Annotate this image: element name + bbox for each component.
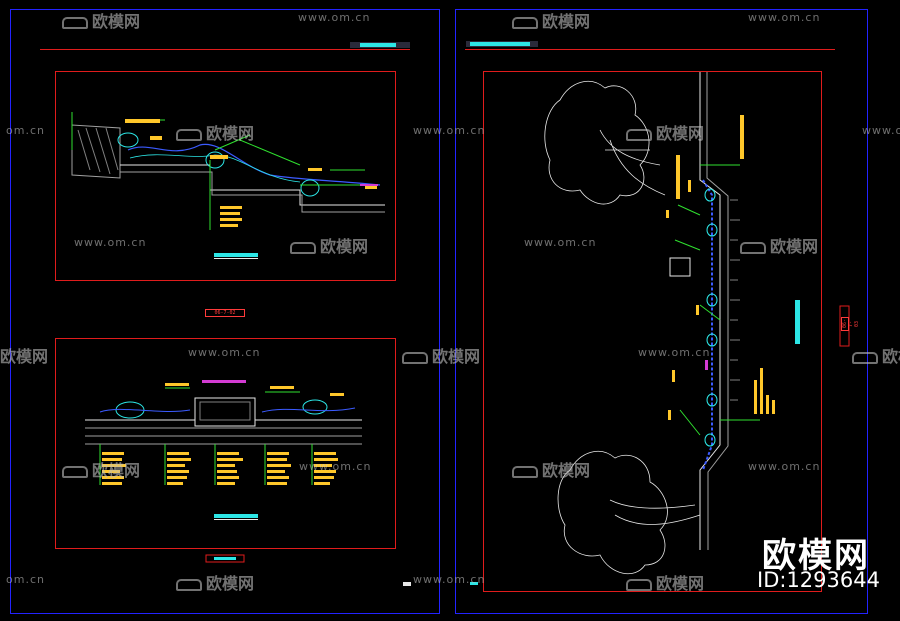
sofa-logo-icon [512, 465, 538, 478]
top-section-title-line [214, 253, 258, 257]
watermark-brand-text: 欧模网 [770, 237, 819, 256]
watermark-logo: 欧模网 [62, 457, 140, 481]
plan-magenta-mark [705, 360, 708, 370]
sofa-logo-icon [402, 351, 428, 364]
bottom-section-magenta-tag [202, 380, 246, 383]
corner-watermark-brand: 欧模网 [762, 536, 870, 576]
plan-callouts [666, 115, 775, 420]
watermark-brand-text: 欧模网 [320, 237, 369, 256]
plan-drawing-tag: 06-7-03 [841, 317, 860, 331]
sofa-logo-icon [626, 578, 652, 591]
top-section-drawing [71, 112, 385, 230]
right-sheet-border [455, 9, 868, 614]
watermark-logo: 欧模网 [176, 570, 254, 594]
plan-path-edge-inner [706, 72, 729, 550]
sofa-logo-icon [176, 578, 202, 591]
watermark-url: www.om.cn [188, 346, 261, 359]
plan-bench [669, 257, 691, 277]
watermark-brand-text: 欧模网 [542, 12, 591, 31]
watermark-brand-text: 欧模网 [656, 574, 705, 593]
watermark-url: www.om.cn [862, 124, 900, 137]
sofa-logo-icon [176, 128, 202, 141]
bottom-section-drawing [85, 387, 362, 485]
watermark-url: www.om.cn [748, 460, 821, 473]
plan-frame [483, 71, 822, 592]
watermark-logo: 欧模网 [290, 233, 368, 257]
watermark-brand-text: 欧模网 [432, 347, 481, 366]
watermark-logo: 欧模网 [852, 343, 900, 367]
sofa-logo-icon [290, 241, 316, 254]
sofa-logo-icon [62, 16, 88, 29]
watermark-url: www.om.cn [74, 236, 147, 249]
watermark-logo: 欧模网 [62, 8, 140, 32]
watermark-url: www.om.cn [524, 236, 597, 249]
watermark-url-partial: om.cn [6, 124, 45, 137]
corner-watermark-id: ID:1293644 [757, 568, 880, 592]
watermark-url: www.om.cn [748, 11, 821, 24]
watermark-logo: 欧模网 [0, 343, 48, 367]
watermark-logo: 欧模网 [176, 120, 254, 144]
watermark-url: www.om.cn [638, 346, 711, 359]
bottom-section-scale-box [205, 554, 245, 563]
watermark-brand-text: 欧模网 [92, 461, 141, 480]
watermark-brand-text: 欧模网 [0, 347, 49, 366]
watermark-brand-text: 欧模网 [882, 347, 900, 366]
watermark-brand-text: 欧模网 [206, 124, 255, 143]
watermark-logo: 欧模网 [512, 8, 590, 32]
sofa-logo-icon [512, 16, 538, 29]
bottom-section-title-line [214, 514, 258, 518]
plan-leaders [674, 164, 760, 436]
watermark-url: www.om.cn [413, 124, 486, 137]
watermark-brand-text: 欧模网 [542, 461, 591, 480]
section-detail-frame-top [55, 71, 396, 281]
section-1-drawing-tag: 06-7-02 [205, 309, 245, 317]
watermark-logo: 欧模网 [512, 457, 590, 481]
left-sheet-border [10, 9, 440, 614]
bottom-section-callouts [102, 383, 344, 485]
left-sheet-title-highlight [360, 43, 396, 47]
watermark-url: www.om.cn [298, 11, 371, 24]
top-section-callouts [125, 119, 377, 227]
plan-tag-box [839, 305, 850, 347]
sofa-logo-icon [852, 351, 878, 364]
plan-hatch [730, 199, 740, 421]
watermark-logo: 欧模网 [626, 570, 704, 594]
right-sheet-top-rule [465, 49, 835, 50]
watermark-brand-text: 欧模网 [92, 12, 141, 31]
sofa-logo-icon [626, 128, 652, 141]
plan-tree-top [544, 80, 666, 205]
plan-cyan-rocks [704, 188, 718, 447]
watermark-logo: 欧模网 [402, 343, 480, 367]
section-detail-frame-bottom [55, 338, 396, 549]
watermark-url: www.om.cn [413, 573, 486, 586]
right-sheet-title-highlight [470, 42, 530, 46]
plan-tree-bottom [557, 450, 701, 574]
watermark-logo: 欧模网 [626, 120, 704, 144]
watermark-logo: 欧模网 [740, 233, 818, 257]
watermark-brand-text: 欧模网 [656, 124, 705, 143]
sofa-logo-icon [62, 465, 88, 478]
plan-water-channel [702, 179, 713, 471]
sofa-logo-icon [740, 241, 766, 254]
watermark-url-partial: om.cn [6, 573, 45, 586]
watermark-url: www.om.cn [299, 460, 372, 473]
left-sheet-top-rule [40, 49, 410, 50]
watermark-brand-text: 欧模网 [206, 574, 255, 593]
plan-cyan-label [795, 300, 800, 344]
